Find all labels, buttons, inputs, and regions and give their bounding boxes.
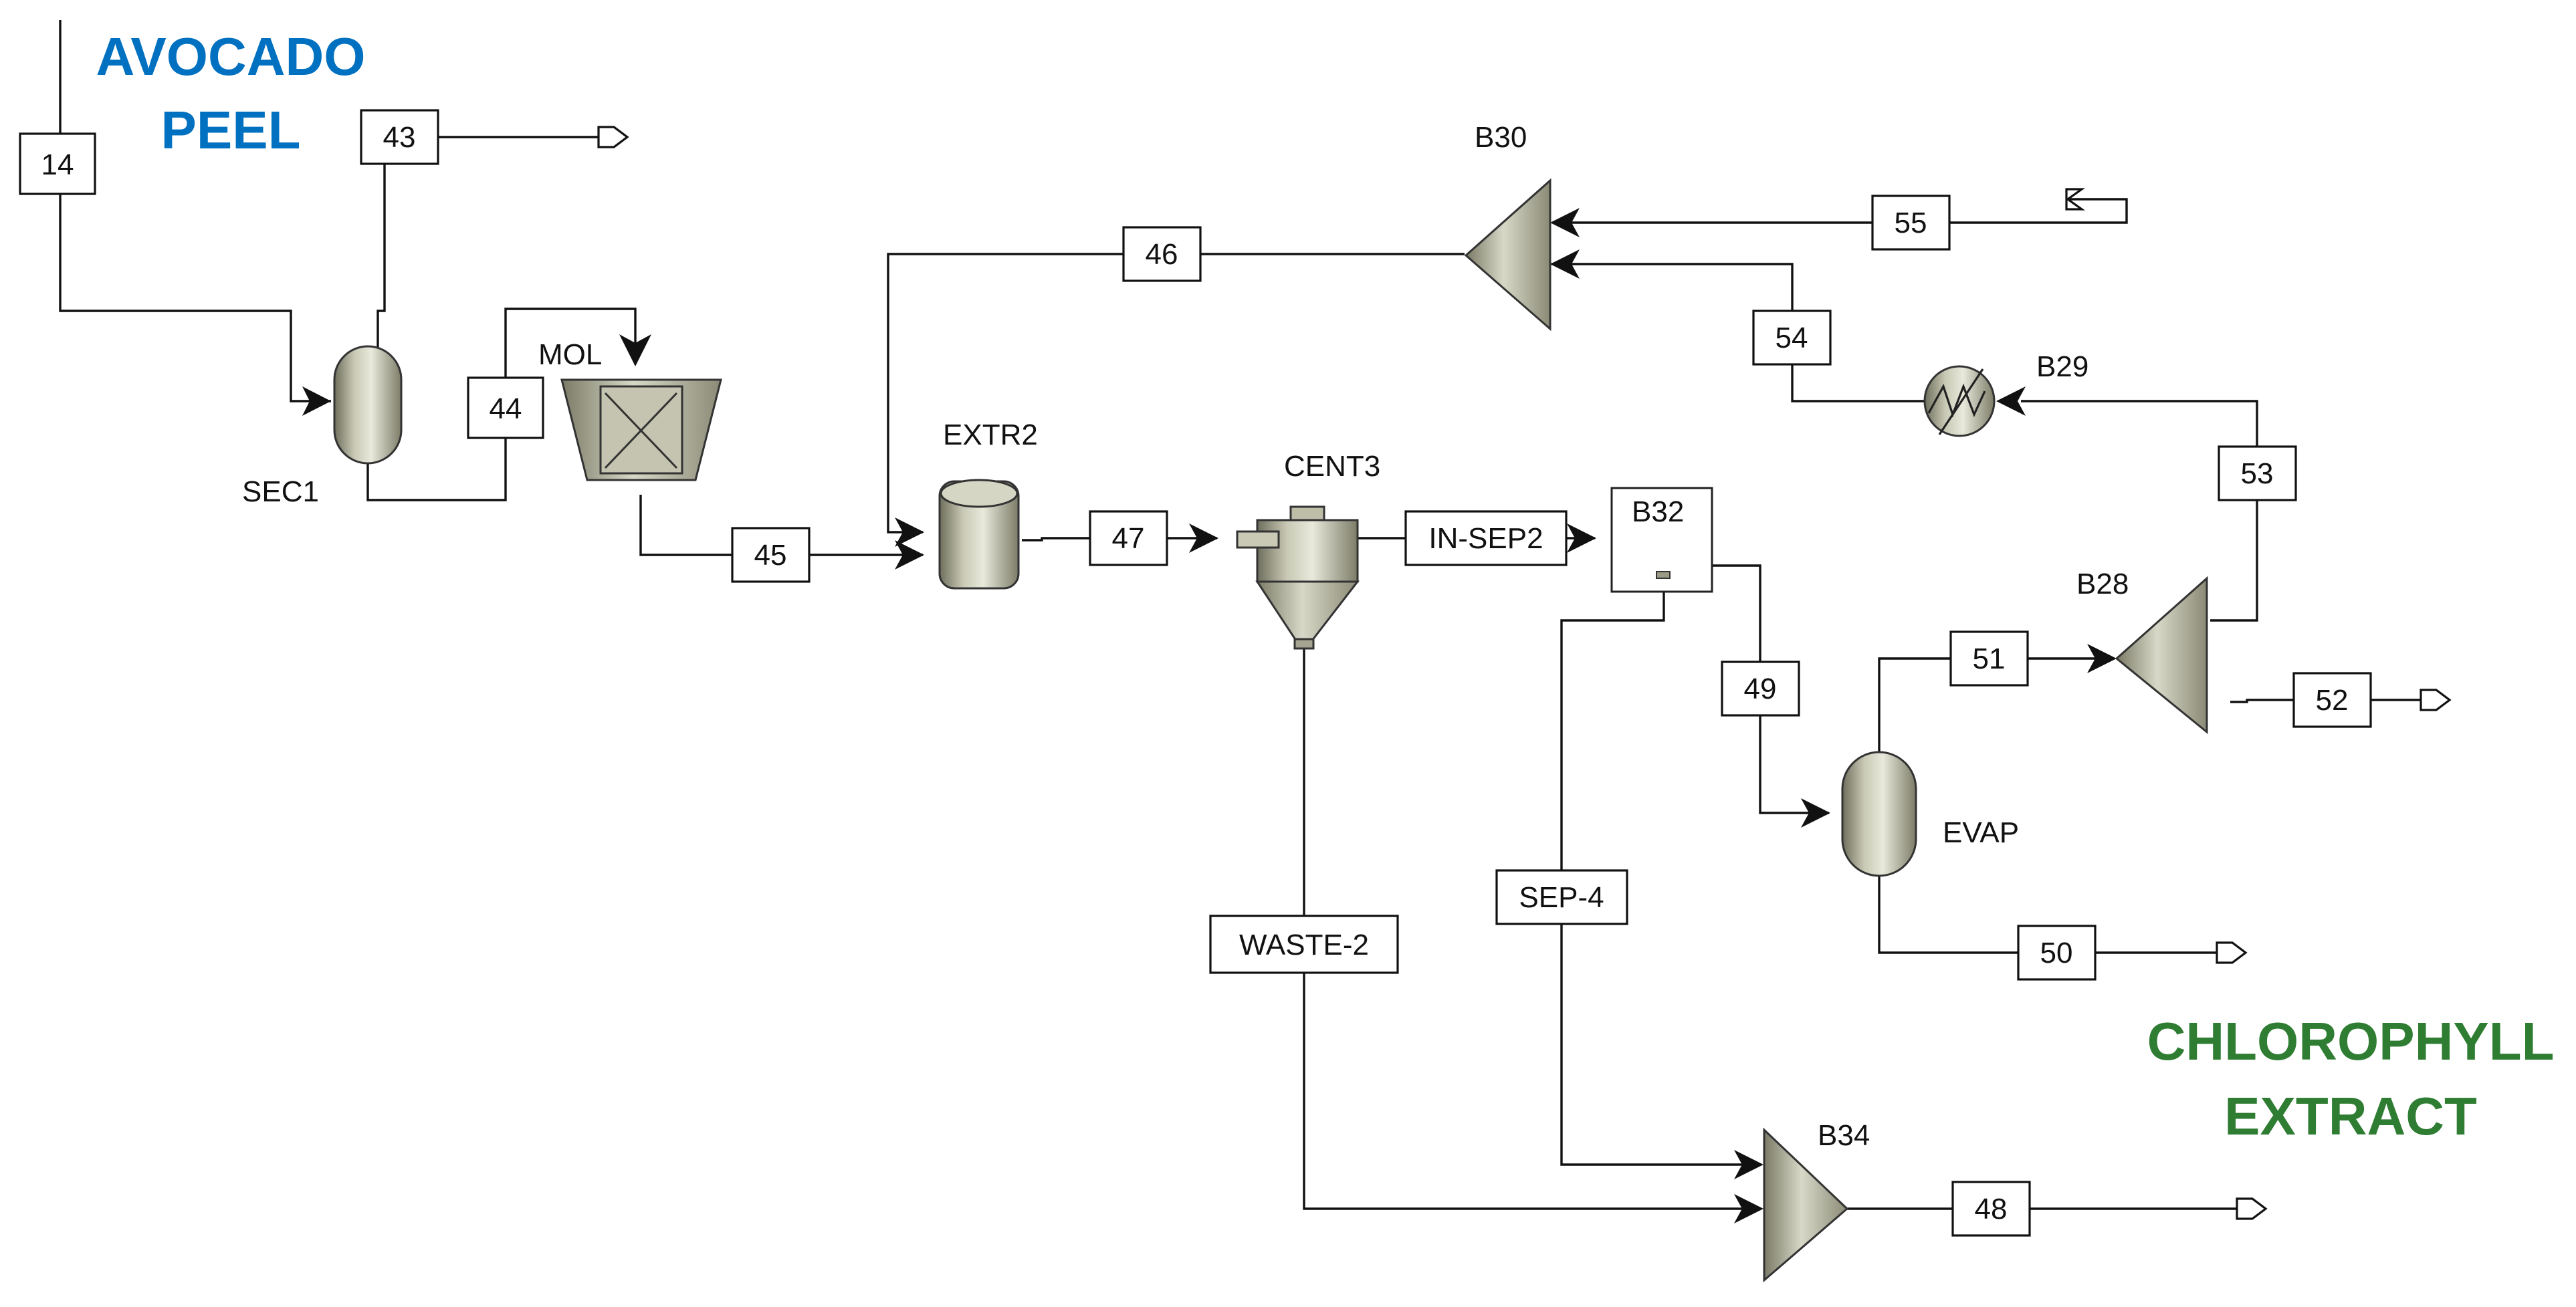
stream-53-text: 53 [2241,457,2274,490]
feed-label-line2: PEEL [161,100,301,160]
b32-separator[interactable] [1610,487,1713,593]
stream-line-45[interactable] [639,495,923,556]
stream-label-51[interactable]: 51 [1949,630,2029,687]
arrowhead [1734,1150,1763,1179]
arrowhead [619,334,651,366]
cent3-centrifuge[interactable] [1236,505,1360,650]
feed-label: AVOCADO PEEL [96,27,366,160]
stream-label-in-sep2[interactable]: IN-SEP2 [1404,510,1568,566]
block-label-b29: B29 [2036,350,2088,383]
outlet-arrow-icon[interactable] [597,126,629,148]
stream-line-50[interactable] [1878,876,2217,954]
stream-label-53[interactable]: 53 [2218,445,2297,501]
b34-mixer[interactable] [1763,1127,1849,1283]
product-label-line2: EXTRACT [2224,1086,2477,1146]
stream-arrows [302,208,2117,1223]
product-outlets [597,126,2452,1220]
outlet-arrow-icon[interactable] [2216,941,2248,964]
equipment [333,178,2208,1283]
stream-48-text: 48 [1975,1193,2008,1225]
arrowhead [1550,208,1580,237]
stream-47-text: 47 [1112,522,1145,555]
arrowhead [1734,1194,1763,1223]
b29-heater-icon[interactable] [1923,365,1996,437]
stream-in-sep2-text: IN-SEP2 [1428,522,1543,555]
block-label-sec1: SEC1 [242,475,319,508]
extr2-extractor[interactable] [938,479,1020,590]
stream-label-49[interactable]: 49 [1721,661,1800,717]
stream-line-14[interactable] [59,20,331,402]
stream-sep4-text: SEP-4 [1519,881,1604,914]
stream-label-47[interactable]: 47 [1089,510,1168,566]
block-label-evap: EVAP [1943,816,2019,849]
stream-43-text: 43 [383,121,416,154]
block-label-extr2: EXTR2 [943,419,1038,451]
stream-55-text: 55 [1895,207,1927,239]
stream-label-48[interactable]: 48 [1951,1181,2031,1237]
product-label-line1: CHLOROPHYLL [2147,1012,2555,1071]
stream-label-55[interactable]: 55 [1871,195,1951,251]
outlet-arrow-icon[interactable] [2420,689,2452,711]
arrowhead [1996,386,2026,416]
b30-mixer[interactable] [1464,178,1551,332]
stream-line-53[interactable] [2021,400,2258,622]
stream-49-text: 49 [1744,673,1777,705]
outlet-arrow-icon[interactable] [2236,1197,2268,1220]
arrowhead [2087,644,2117,673]
stream-line-54[interactable] [1551,263,1925,402]
stream-45-text: 45 [754,539,787,572]
stream-line-sep4[interactable] [1560,592,1742,1166]
stream-line-55[interactable] [1553,198,2128,224]
stream-label-sep4[interactable]: SEP-4 [1495,869,1628,925]
outlet-arrow-icon[interactable] [2065,188,2085,211]
block-label-cent3: CENT3 [1284,450,1380,483]
stream-54-text: 54 [1776,322,1808,354]
arrowhead [895,517,924,547]
stream-label-14[interactable]: 14 [19,132,96,195]
block-label-mol: MOL [538,338,602,371]
stream-50-text: 50 [2040,937,2073,969]
block-label-b30: B30 [1475,121,1527,154]
stream-label-waste2[interactable]: WASTE-2 [1209,915,1399,974]
b28-splitter[interactable] [2115,576,2208,735]
stream-label-50[interactable]: 50 [2017,925,2097,981]
stream-label-54[interactable]: 54 [1752,310,1832,366]
stream-line-51[interactable] [1878,657,2113,754]
stream-51-text: 51 [1973,642,2006,675]
block-label-b28: B28 [2076,568,2129,600]
block-label-b34: B34 [1818,1119,1870,1152]
stream-label-43[interactable]: 43 [360,109,439,165]
stream-label-44[interactable]: 44 [467,376,544,439]
stream-14-text: 14 [41,148,74,181]
arrowhead [302,386,331,416]
stream-52-text: 52 [2316,684,2349,717]
arrowhead [1567,523,1596,553]
stream-line-waste2[interactable] [1303,647,1742,1210]
stream-waste2-text: WASTE-2 [1239,929,1369,961]
evap-evaporator[interactable] [1841,751,1917,877]
stream-44-text: 44 [490,392,522,425]
product-label: CHLOROPHYLL EXTRACT [2147,1012,2555,1146]
block-labels: SEC1 MOL EXTR2 CENT3 B32 B30 B29 B28 EVA… [242,121,2129,1152]
feed-label-line1: AVOCADO [96,27,366,86]
mol-crusher[interactable] [560,378,722,481]
stream-label-46[interactable]: 46 [1122,226,1202,282]
arrowhead [1801,798,1830,828]
arrowhead [1189,523,1218,553]
stream-labels: 14 43 44 45 46 47 IN-SEP2 WASTE-2 [19,109,2372,1237]
stream-label-52[interactable]: 52 [2292,672,2372,728]
arrowhead [1550,249,1580,279]
arrowhead [895,540,924,570]
stream-label-45[interactable]: 45 [731,527,811,583]
sec1-vessel[interactable] [333,345,403,465]
block-label-b32: B32 [1632,495,1684,528]
stream-46-text: 46 [1146,238,1178,271]
stream-line-43[interactable] [377,136,607,348]
